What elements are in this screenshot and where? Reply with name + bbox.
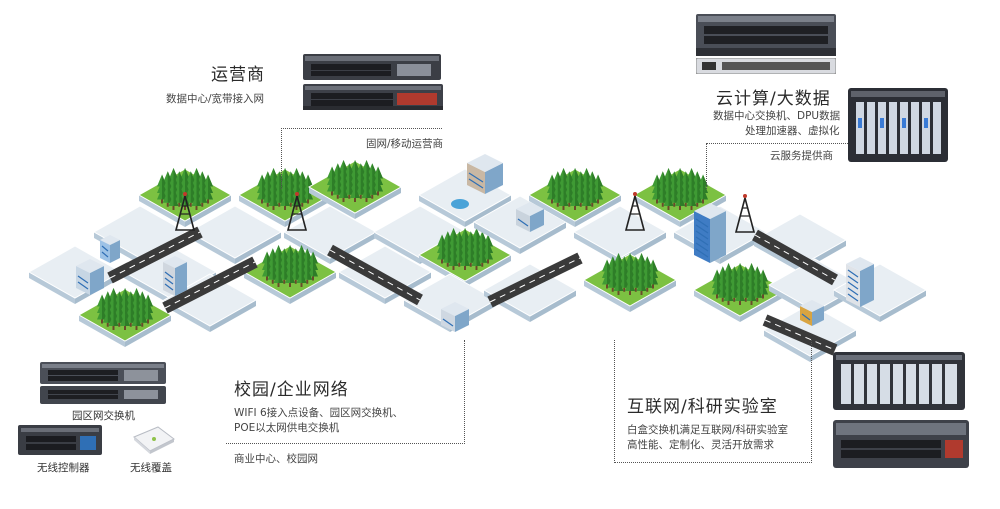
school-building: [441, 302, 469, 332]
cloud-switch-top: [696, 14, 836, 56]
headquarters-building: [467, 154, 503, 194]
cloud-desc-line1: 数据中心交换机、DPU数据: [713, 110, 841, 122]
cloud-switch-bottom: [696, 58, 836, 74]
operator-switch-2: [303, 84, 443, 110]
lab-building: [516, 202, 544, 232]
operator-subtitle: 数据中心/宽带接入网: [166, 93, 265, 105]
internet-desc-line2: 高性能、定制化、灵活开放需求: [627, 439, 774, 451]
cell-tower-1: [174, 192, 196, 231]
road-segment: [107, 226, 203, 284]
forest-tile: [242, 245, 338, 304]
wireless-controller-label: 无线控制器: [37, 462, 90, 474]
cloud-connector: [706, 143, 852, 189]
residential-tower: [846, 257, 874, 307]
forest-tile: [237, 168, 333, 227]
forest-tile: [77, 288, 173, 347]
road-segment: [327, 244, 423, 306]
campus-switch-1: [40, 362, 166, 384]
fountain: [451, 199, 469, 209]
forest-tile: [582, 253, 678, 312]
campus-switch-2: [40, 386, 166, 404]
dpu-server-chassis: [848, 88, 948, 162]
campus-desc-line1: WIFI 6接入点设备、园区网交换机、: [234, 407, 404, 419]
campus-desc-line2: POE以太网供电交换机: [234, 422, 340, 434]
cloud-note: 云服务提供商: [770, 150, 833, 162]
cell-tower-4: [734, 194, 756, 233]
forest-tile: [527, 168, 623, 227]
campus-title: 校园/企业网络: [234, 380, 349, 400]
skyscraper: [694, 203, 726, 263]
whitebox-chassis: [833, 352, 965, 410]
internet-title: 互联网/科研实验室: [627, 397, 778, 417]
factory-building: [76, 259, 104, 295]
cloud-title: 云计算/大数据: [716, 89, 831, 109]
plain-tile: [402, 273, 498, 332]
whitebox-switch: [833, 420, 969, 468]
operator-switch-1: [303, 54, 441, 80]
internet-desc-line1: 白盒交换机满足互联网/科研实验室: [627, 424, 789, 436]
operator-title: 运营商: [211, 65, 265, 85]
apartment-building: [163, 256, 187, 296]
forest-tile: [692, 263, 788, 322]
cell-tower-3: [624, 192, 646, 231]
operator-connector: [281, 128, 442, 189]
road-segment: [752, 229, 838, 286]
office-building: [100, 235, 120, 263]
campus-switch-label: 园区网交换机: [72, 410, 135, 422]
road-segment: [162, 256, 258, 314]
cell-tower-2: [286, 192, 308, 231]
shop-building: [800, 300, 824, 326]
internet-connector: [614, 340, 812, 463]
operator-note: 固网/移动运营商: [366, 138, 444, 150]
wireless-controller: [18, 425, 102, 455]
campus-connector: [226, 340, 465, 444]
road-segment: [487, 252, 583, 308]
wireless-coverage-label: 无线覆盖: [130, 462, 172, 474]
forest-tile: [307, 160, 403, 219]
road-segment: [762, 314, 838, 356]
cloud-desc-line2: 处理加速器、虚拟化: [745, 125, 840, 137]
campus-note: 商业中心、校园网: [234, 453, 318, 465]
wireless-access-point: [133, 426, 175, 454]
plain-tile: [187, 205, 283, 264]
